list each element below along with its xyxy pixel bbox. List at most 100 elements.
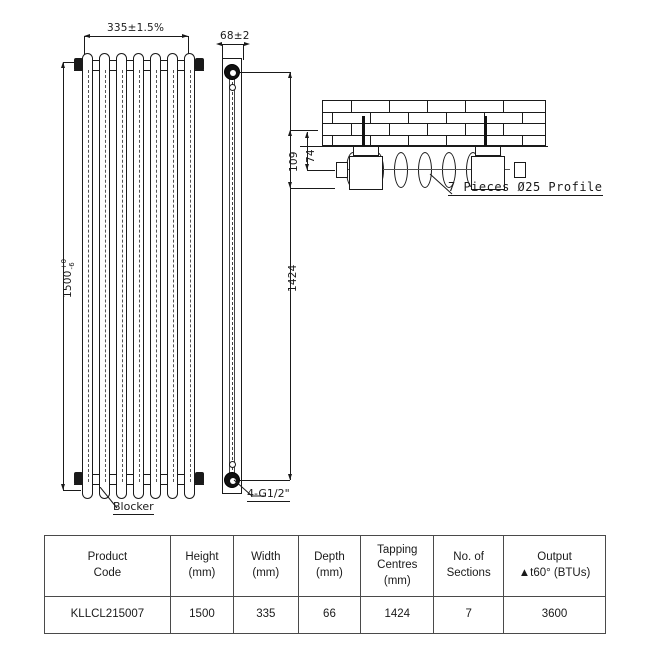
header-product-code: Product Code — [44, 535, 171, 597]
header-height: Height (mm) — [169, 535, 235, 597]
depth-ext-line-left — [222, 44, 223, 60]
side-vent-bottom — [228, 461, 236, 468]
column-centerline — [87, 70, 89, 482]
tapping-ext-line-top — [240, 72, 290, 73]
dim-74-arrow-bottom — [304, 164, 309, 170]
cell-sections: 7 — [433, 596, 505, 634]
valve-body-left — [349, 156, 383, 190]
dim-74-line — [307, 132, 308, 170]
blocker-label: Blocker — [113, 500, 154, 515]
sections-centerline — [346, 169, 510, 170]
table-header-row: Product Code Height (mm) Width (mm) Dept… — [44, 535, 606, 597]
profile-label: 7 Pieces Ø25 Profile — [448, 180, 603, 196]
side-centerline — [231, 72, 233, 480]
blocker-leader-line — [99, 487, 118, 509]
tapping-ext-line-bottom — [240, 480, 290, 481]
valve-flange-left — [353, 146, 379, 156]
wall-base-line — [300, 146, 548, 147]
height-value: 1500 — [62, 270, 74, 298]
connection-leader-line — [233, 479, 266, 497]
profile-section — [442, 152, 456, 188]
radiator-column — [167, 53, 178, 499]
tapping-dim-arrow-top — [287, 72, 292, 78]
dim-109-text: 109 — [288, 151, 300, 172]
radiator-column — [116, 53, 127, 499]
column-centerline — [189, 70, 191, 482]
column-centerline — [155, 70, 157, 482]
tapping-dim-arrow-bottom — [287, 474, 292, 480]
dim-109-line — [290, 130, 291, 188]
depth-ext-line-right — [243, 44, 244, 60]
depth-dim-line — [222, 44, 244, 45]
brick-row — [323, 124, 545, 136]
radiator-column — [99, 53, 110, 499]
header-output: Output ▲t60° (BTUs) — [503, 535, 606, 597]
height-dim-line — [63, 62, 64, 490]
connection-label: 4-G1/2" — [247, 487, 290, 502]
wall-mount-detail — [300, 100, 610, 210]
radiator-column — [184, 53, 195, 499]
width-dim-line — [84, 36, 188, 37]
profile-section — [418, 152, 432, 188]
height-tolerance: +0 -6 — [60, 259, 76, 270]
valve-body-right — [471, 156, 505, 190]
tapping-port-bottom — [224, 472, 240, 488]
cell-product-code: KLLCL215007 — [44, 596, 171, 634]
header-tapping-centres: Tapping Centres (mm) — [360, 535, 435, 597]
width-ext-line-left — [84, 36, 85, 62]
column-centerline — [104, 70, 106, 482]
tapping-dim-line — [290, 72, 291, 480]
specification-table: Product Code Height (mm) Width (mm) Dept… — [44, 535, 606, 634]
cell-output: 3600 — [503, 596, 606, 634]
cell-width: 335 — [233, 596, 299, 634]
height-dimension-text: 1500 +0 -6 — [60, 259, 76, 298]
width-dimension-text: 335±1.5% — [107, 22, 165, 34]
dim-74-arrow-top — [304, 132, 309, 138]
height-ext-line-bottom — [63, 490, 81, 491]
width-dim-arrow-left — [84, 33, 90, 38]
width-dim-arrow-right — [182, 33, 188, 38]
side-vent-top — [228, 84, 236, 91]
valve-flange-right — [475, 146, 501, 156]
height-ext-line-top — [63, 62, 81, 63]
valve-stem-right — [484, 116, 487, 146]
dim-109-arrow-bottom — [287, 182, 292, 188]
cell-height: 1500 — [169, 596, 235, 634]
radiator-column — [150, 53, 161, 499]
radiator-side-body — [222, 58, 244, 494]
width-ext-line-right — [188, 36, 189, 62]
brick-wall — [322, 100, 546, 146]
tapping-centres-text: 1424 — [287, 264, 299, 292]
column-centerline — [121, 70, 123, 482]
brick-row — [323, 101, 545, 113]
header-sections: No. of Sections — [433, 535, 505, 597]
cell-tapping-centres: 1424 — [360, 596, 435, 634]
height-dim-arrow-top — [60, 62, 65, 68]
height-tol-upper: +0 — [60, 258, 68, 270]
valve-stem-left — [362, 116, 365, 146]
depth-dim-arrow-right — [244, 41, 250, 46]
end-cap-bottom-right — [195, 472, 204, 485]
radiator-column — [133, 53, 144, 499]
header-depth: Depth (mm) — [297, 535, 362, 597]
dim-109-ext-bottom — [290, 188, 335, 189]
radiator-front-body — [74, 53, 204, 499]
header-width: Width (mm) — [233, 535, 299, 597]
table-row: KLLCL215007 1500 335 66 1424 7 3600 — [44, 596, 606, 634]
depth-dimension-text: 68±2 — [220, 30, 250, 42]
brick-row — [323, 135, 545, 145]
dim-109-ext-top — [290, 130, 318, 131]
end-cap-bottom-left — [74, 472, 83, 485]
profile-section — [394, 152, 408, 188]
end-cap-top-right — [195, 58, 204, 71]
profile-leader-line — [429, 173, 453, 195]
column-centerline — [172, 70, 174, 482]
brick-row — [323, 112, 545, 124]
tapping-port-top — [224, 64, 240, 80]
end-nipple-left — [336, 162, 348, 178]
dim-109-arrow-top — [287, 130, 292, 136]
dim-74-ext-bottom — [307, 170, 335, 171]
height-tol-lower: -6 — [68, 262, 76, 270]
radiator-column — [82, 53, 93, 499]
